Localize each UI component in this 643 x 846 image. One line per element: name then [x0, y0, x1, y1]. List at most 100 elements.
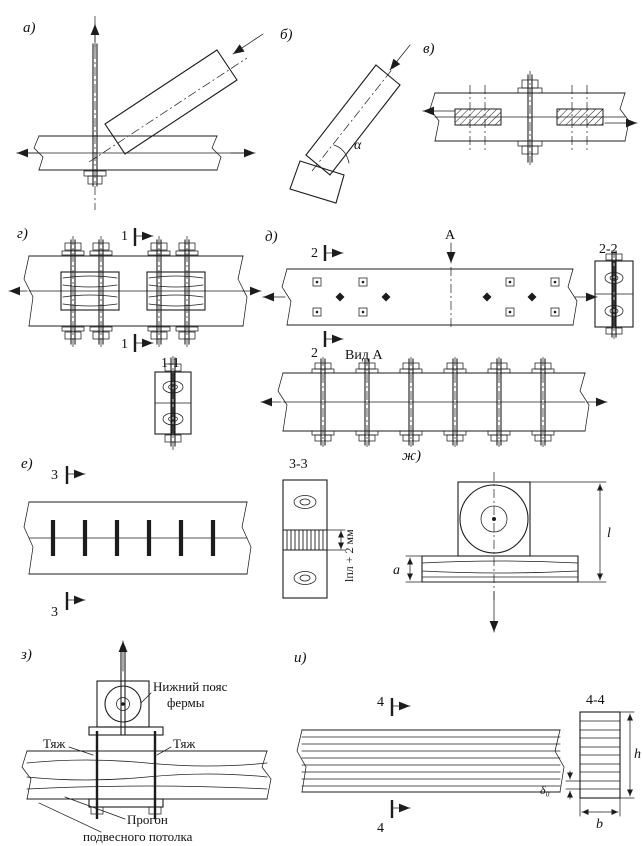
bearing-plank: [421, 555, 579, 583]
wood-key: [60, 271, 120, 311]
panel-zh: ж) a l: [393, 448, 611, 633]
panel-i-label: и): [294, 650, 307, 666]
section-4-4-view: [579, 711, 621, 799]
panel-g: г): [8, 226, 262, 450]
section-1-1-title: 1-1: [161, 356, 180, 371]
bolt: [175, 236, 199, 350]
center-bolt: [517, 71, 543, 167]
panel-v-label: в): [423, 41, 435, 57]
panel-zh-label: ж): [402, 448, 421, 464]
beam-with-plate-dowels: [23, 501, 252, 575]
nut: [164, 434, 182, 443]
panel-e: е) 3 3 3-3 lпл + 2 мм: [21, 456, 356, 620]
view-arrow-letter: А: [445, 228, 456, 243]
dim-l-label: l: [607, 526, 611, 541]
hanger-rod: [118, 640, 128, 736]
truss-chord-block: [96, 680, 150, 728]
nut: [605, 327, 623, 335]
cut-number: 1: [121, 229, 128, 244]
dim-b-label: b: [596, 817, 603, 832]
cut-mark-3-top: 3: [51, 466, 86, 484]
truss-chord-callout: Нижний пояс фермы: [140, 679, 228, 710]
bolt: [147, 236, 171, 350]
dim-delta: δ₀: [540, 770, 581, 800]
angle-mark: α: [333, 138, 362, 164]
shear-key: [556, 85, 604, 151]
view-a-elevation: [260, 372, 608, 432]
cut-mark-2-bottom: 2: [311, 331, 344, 361]
fastener-symbols: [312, 277, 560, 317]
dim-l: l: [529, 481, 611, 583]
nut: [90, 806, 104, 815]
plate-dowel-section: [282, 529, 328, 551]
diagonal-brace: [88, 33, 264, 163]
angle-label: α: [354, 138, 362, 153]
panel-a-label: а): [23, 20, 36, 36]
tie-left-text: Тяж: [43, 736, 66, 751]
nut: [521, 145, 539, 155]
section-3-3-title: 3-3: [289, 457, 308, 472]
plate-length-dim: lпл + 2 мм: [342, 529, 356, 582]
panel-d: д) А 2: [260, 228, 634, 447]
panel-b: б) α: [280, 27, 411, 204]
cut-mark-4-top: 4: [377, 695, 411, 716]
horizontal-chord: [16, 135, 256, 171]
dim-delta-label: δ₀: [540, 783, 550, 797]
truss-chord-text-2: фермы: [167, 695, 205, 710]
washer: [517, 87, 543, 94]
bolt: [89, 236, 113, 350]
elevation-bolts: [311, 357, 555, 447]
dim-a-label: a: [393, 563, 400, 578]
panel-d-label: д): [265, 229, 278, 245]
cut-mark-1-bottom: 1: [121, 334, 154, 352]
view-a-arrow: А: [445, 228, 456, 264]
panel-z-label: з): [20, 647, 32, 663]
ceiling-girder: [21, 750, 272, 800]
nut: [164, 363, 182, 372]
bolt: [61, 236, 85, 350]
cut-number: 2: [311, 246, 318, 261]
section-4-4-title: 4-4: [586, 693, 605, 708]
girder-text-1: Прогон: [127, 812, 168, 827]
cut-number: 4: [377, 695, 384, 710]
tie-callout-left: Тяж: [43, 736, 94, 756]
dim-b: b: [579, 797, 621, 832]
cut-number: 1: [121, 337, 128, 352]
support-block: [289, 160, 345, 204]
inclined-strut: [305, 44, 411, 176]
section-2-2-view: [594, 249, 634, 339]
shear-key: [454, 85, 502, 151]
section-2-2-title: 2-2: [599, 242, 618, 257]
plan-view: [262, 267, 598, 329]
panel-g-label: г): [17, 226, 28, 242]
girder-text-2: подвесного потолка: [83, 829, 193, 844]
nut: [87, 175, 103, 185]
nut: [605, 253, 623, 261]
beam-pair: [8, 255, 262, 327]
dim-a: a: [393, 555, 423, 583]
panel-b-label: б): [280, 27, 293, 43]
tie-callout-right: Тяж: [156, 736, 196, 756]
tie-right-text: Тяж: [173, 736, 196, 751]
panel-z: з) Нижний пояс фермы: [20, 640, 272, 844]
panel-e-label: е): [21, 456, 33, 472]
cut-mark-2-top: 2: [311, 245, 344, 261]
saddle: [88, 726, 164, 819]
wood-key: [146, 271, 206, 311]
cut-mark-3-bottom: 3: [51, 592, 86, 620]
view-a-title: Вид А: [345, 348, 383, 363]
cut-number: 2: [311, 346, 318, 361]
girder-callout: Прогон подвесного потолка: [38, 796, 193, 844]
panel-a: а): [16, 16, 264, 210]
vertical-tie-rod: [83, 16, 107, 210]
cut-number: 4: [377, 821, 384, 836]
cut-mark-4-bottom: 4: [377, 800, 411, 836]
dim-h: h: [619, 711, 641, 799]
cut-number: 3: [51, 605, 58, 620]
dim-h-label: h: [634, 747, 641, 762]
section-1-1-view: [154, 356, 192, 450]
truss-chord-text-1: Нижний пояс: [153, 679, 228, 694]
section-3-3-view: lпл + 2 мм: [282, 479, 356, 599]
cut-mark-1-top: 1: [121, 228, 154, 246]
